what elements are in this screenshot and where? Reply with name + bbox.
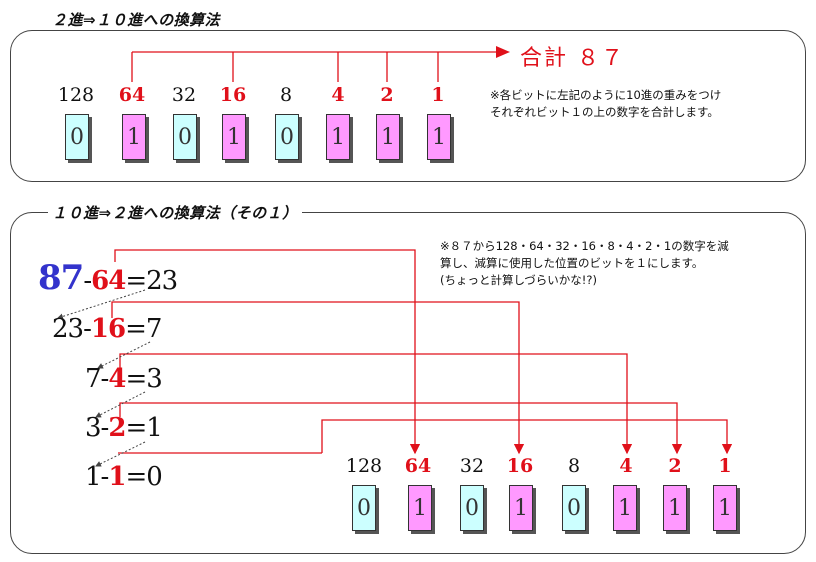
bit-box: 1 bbox=[408, 485, 432, 531]
bit-box: 0 bbox=[173, 114, 197, 160]
step-result: =0 bbox=[125, 462, 162, 492]
note-line: 算し、減算に使用した位置のビットを１にします。 bbox=[440, 256, 704, 270]
weight-1: 1 bbox=[431, 84, 445, 106]
decimal-to-binary-title: １０進⇒２進への換算法（その１） bbox=[48, 202, 302, 223]
subtraction-step: 23-16=7 bbox=[52, 314, 162, 344]
step-start: 3 bbox=[85, 413, 102, 443]
sum-arrow-head bbox=[496, 46, 510, 58]
weight-128: 128 bbox=[57, 84, 95, 106]
step-result: =23 bbox=[125, 266, 178, 296]
weight-4: 4 bbox=[619, 455, 633, 477]
bit-box: 1 bbox=[376, 114, 400, 160]
weight-128: 128 bbox=[345, 455, 383, 477]
subtraction-step: 3-2=1 bbox=[85, 413, 163, 443]
bit-box: 0 bbox=[65, 114, 89, 160]
step-minus: - bbox=[100, 364, 110, 394]
step-subtrahend: 16 bbox=[90, 314, 126, 344]
note-line: (ちょっと計算しづらいかな!?) bbox=[440, 273, 597, 287]
bit-box: 1 bbox=[613, 485, 637, 531]
bit-box: 1 bbox=[663, 485, 687, 531]
subtraction-step: 1-1=0 bbox=[85, 462, 163, 492]
bit-box: 0 bbox=[460, 485, 484, 531]
step-start: 1 bbox=[85, 462, 102, 492]
weight-1: 1 bbox=[718, 455, 732, 477]
step-result: =7 bbox=[125, 314, 162, 344]
bit-box: 1 bbox=[326, 114, 350, 160]
note-line: それぞれビット１の上の数字を合計します。 bbox=[490, 105, 719, 119]
bit-box: 0 bbox=[352, 485, 376, 531]
bit-box: 1 bbox=[509, 485, 533, 531]
bit-box: 0 bbox=[562, 485, 586, 531]
step-minus: - bbox=[83, 266, 92, 296]
bit-box: 1 bbox=[222, 114, 246, 160]
bit-box: 1 bbox=[713, 485, 737, 531]
subtraction-step: 7-4=3 bbox=[85, 364, 163, 394]
bit-box: 0 bbox=[275, 114, 299, 160]
step-start: 23 bbox=[52, 314, 84, 344]
step-minus: - bbox=[100, 413, 110, 443]
decimal-to-binary-note: ※８７から128・64・32・16・8・4・2・1の数字を減 算し、減算に使用し… bbox=[440, 238, 729, 289]
weight-64: 64 bbox=[118, 84, 146, 106]
step-start: 7 bbox=[85, 364, 102, 394]
weight-32: 32 bbox=[171, 84, 197, 106]
step-subtrahend: 4 bbox=[108, 364, 126, 394]
weight-2: 2 bbox=[380, 84, 394, 106]
note-line: ※８７から128・64・32・16・8・4・2・1の数字を減 bbox=[440, 239, 729, 253]
weight-64: 64 bbox=[404, 455, 432, 477]
step-subtrahend: 64 bbox=[91, 266, 126, 296]
step-subtrahend: 1 bbox=[108, 462, 126, 492]
weight-16: 16 bbox=[219, 84, 247, 106]
weight-4: 4 bbox=[331, 84, 345, 106]
weight-8: 8 bbox=[279, 84, 293, 106]
weight-16: 16 bbox=[506, 455, 534, 477]
step-minus: - bbox=[100, 462, 110, 492]
weight-32: 32 bbox=[459, 455, 485, 477]
binary-to-decimal-title: ２進⇒１０進への換算法 bbox=[48, 9, 225, 30]
bit-box: 1 bbox=[427, 114, 451, 160]
step-result: =3 bbox=[125, 364, 162, 394]
step-result: =1 bbox=[125, 413, 162, 443]
note-line: ※各ビットに左記のように10進の重みをつけ bbox=[490, 88, 722, 102]
bit-box: 1 bbox=[122, 114, 146, 160]
step-subtrahend: 2 bbox=[108, 413, 126, 443]
step-minus: - bbox=[83, 314, 92, 344]
sum-result-label: 合計 ８７ bbox=[520, 46, 625, 71]
step-start: 87 bbox=[38, 258, 84, 298]
weight-2: 2 bbox=[668, 455, 682, 477]
weight-8: 8 bbox=[567, 455, 581, 477]
subtraction-step: 87-64=23 bbox=[38, 258, 178, 298]
binary-to-decimal-note: ※各ビットに左記のように10進の重みをつけ それぞれビット１の上の数字を合計しま… bbox=[490, 87, 721, 121]
